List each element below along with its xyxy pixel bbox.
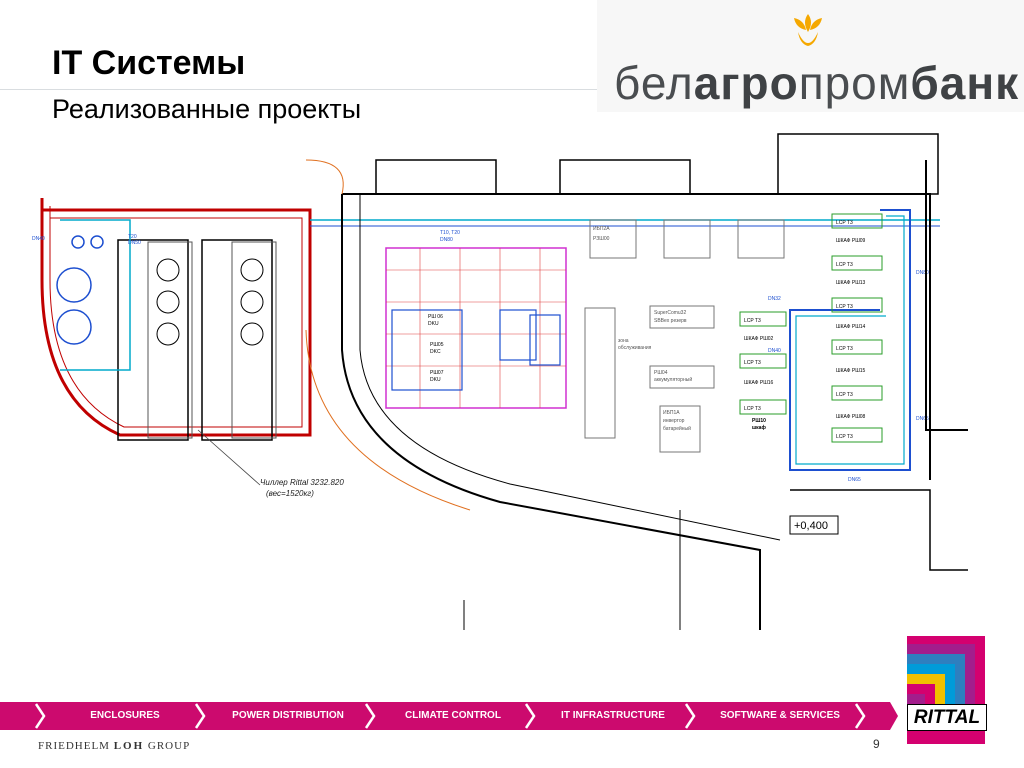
group-name-loh: LOH xyxy=(113,740,145,752)
label-dn32: DN32 xyxy=(768,296,781,302)
label-lcp-2: LCP T3 xyxy=(836,262,853,268)
label-rsh05: РШ05 xyxy=(430,342,444,348)
logo-part-4: банк xyxy=(910,57,1020,109)
label-t10-t20: T10, T20 xyxy=(440,230,460,236)
label-shkaf-rsh14: ШКАФ РШ14 xyxy=(836,324,866,330)
nav-power-distribution[interactable]: POWER DISTRIBUTION xyxy=(232,710,344,721)
wheat-sun-icon xyxy=(794,14,822,46)
label-invertor: инвертор xyxy=(663,418,685,424)
rittal-wordmark: RITTAL xyxy=(907,704,987,731)
label-shkaf-rsh09: ШКАФ РШ09 xyxy=(836,238,866,244)
floor-plan-drawing: Чиллер Rittal 3232.820 (вес=1520кг) DN40… xyxy=(32,133,968,630)
bottom-nav-bar xyxy=(0,702,898,730)
logo-part-3: пром xyxy=(798,57,911,109)
label-dn40: DN40 xyxy=(768,348,781,354)
label-lcp-9: LCP T3 xyxy=(744,406,761,412)
label-lcp-6: LCP T3 xyxy=(836,434,853,440)
label-zona-obsl: обслуживания xyxy=(618,345,652,351)
label-shkaf-rsh13: ШКАФ РШ13 xyxy=(836,280,866,286)
page-number: 9 xyxy=(873,737,880,751)
lower-room: +0,400 xyxy=(463,489,968,630)
label-rsh04: РШ04 xyxy=(654,370,668,376)
chiller-label: Чиллер Rittal 3232.820 xyxy=(260,478,344,487)
server-hall: РШ 06 DKU РШ05 DKC РШ07 DKU SuperComu32 … xyxy=(305,133,939,630)
label-dn65: DN65 xyxy=(916,416,929,422)
label-shkaf: шкаф xyxy=(752,424,766,431)
bank-logo-text: белагропромбанк xyxy=(614,56,1019,110)
label-shkaf-rsh15: ШКАФ РШ15 xyxy=(836,368,866,374)
nav-climate-control[interactable]: CLIMATE CONTROL xyxy=(405,710,501,721)
level-mark: +0,400 xyxy=(794,520,828,532)
label-supercomu: SuperComu32 xyxy=(654,310,686,316)
header-rule xyxy=(0,89,600,90)
group-name-right: GROUP xyxy=(147,740,191,752)
label-lcp-4: LCP T3 xyxy=(836,346,853,352)
label-rsh07: РШ07 xyxy=(430,370,444,376)
chiller-weight: (вес=1520кг) xyxy=(266,489,314,498)
label-lcp-7: LCP T3 xyxy=(744,318,761,324)
label-dn65-bottom: DN65 xyxy=(848,477,861,483)
label-dku: DKU xyxy=(428,321,439,327)
label-lcp-5: LCP T3 xyxy=(836,392,853,398)
label-dn40-left: DN40 xyxy=(32,236,45,242)
page-subtitle: Реализованные проекты xyxy=(52,94,362,124)
rack-row: LCP T3 ШКАФ РШ09 LCP T3 ШКАФ РШ13 LCP T3… xyxy=(739,160,968,483)
group-name-left: FRIEDHELM xyxy=(38,740,110,752)
label-shkaf-rsh02: ШКАФ РШ02 xyxy=(744,336,774,342)
bank-logo-area xyxy=(597,0,1024,112)
label-lcp-8: LCP T3 xyxy=(744,360,761,366)
logo-part-1: бел xyxy=(614,57,694,109)
label-dn80-right: DN80 xyxy=(916,270,929,276)
label-dn80: DN80 xyxy=(440,237,453,243)
label-supercomu-reserve: SBBex резерв xyxy=(654,318,687,324)
group-name: FRIEDHELM LOH GROUP xyxy=(38,740,190,752)
label-ibp2a: ИБП2А xyxy=(593,226,610,232)
nav-it-infrastructure[interactable]: IT INFRASTRUCTURE xyxy=(561,710,665,721)
label-rsh10: РШ10 xyxy=(752,418,766,424)
label-rzsh: РЗШ00 xyxy=(593,236,610,242)
label-shkaf-rsh08: ШКАФ РШ08 xyxy=(836,414,866,420)
page-title: IT Системы xyxy=(52,44,246,82)
label-shkaf-rsh16: ШКАФ РШ16 xyxy=(744,380,774,386)
label-lcp-3: LCP T3 xyxy=(836,304,853,310)
chiller-room: Чиллер Rittal 3232.820 (вес=1520кг) DN40… xyxy=(32,198,940,498)
label-lcp-1: LCP T3 xyxy=(836,220,853,226)
label-t20: T20 xyxy=(128,234,137,240)
label-batareinyi: батарейный xyxy=(663,425,691,432)
label-dn50: DN50 xyxy=(128,240,141,246)
nav-software-services[interactable]: SOFTWARE & SERVICES xyxy=(720,710,840,721)
label-dkc: DKC xyxy=(430,349,441,355)
label-dku2: DKU xyxy=(430,377,441,383)
nav-enclosures[interactable]: ENCLOSURES xyxy=(90,710,160,721)
label-ibp1a: ИБП1А xyxy=(663,410,680,416)
label-rsh06: РШ 06 xyxy=(428,314,443,320)
label-akkum: аккумуляторный xyxy=(654,376,692,383)
logo-part-2: агро xyxy=(693,57,799,109)
label-zona: зона xyxy=(618,338,629,344)
